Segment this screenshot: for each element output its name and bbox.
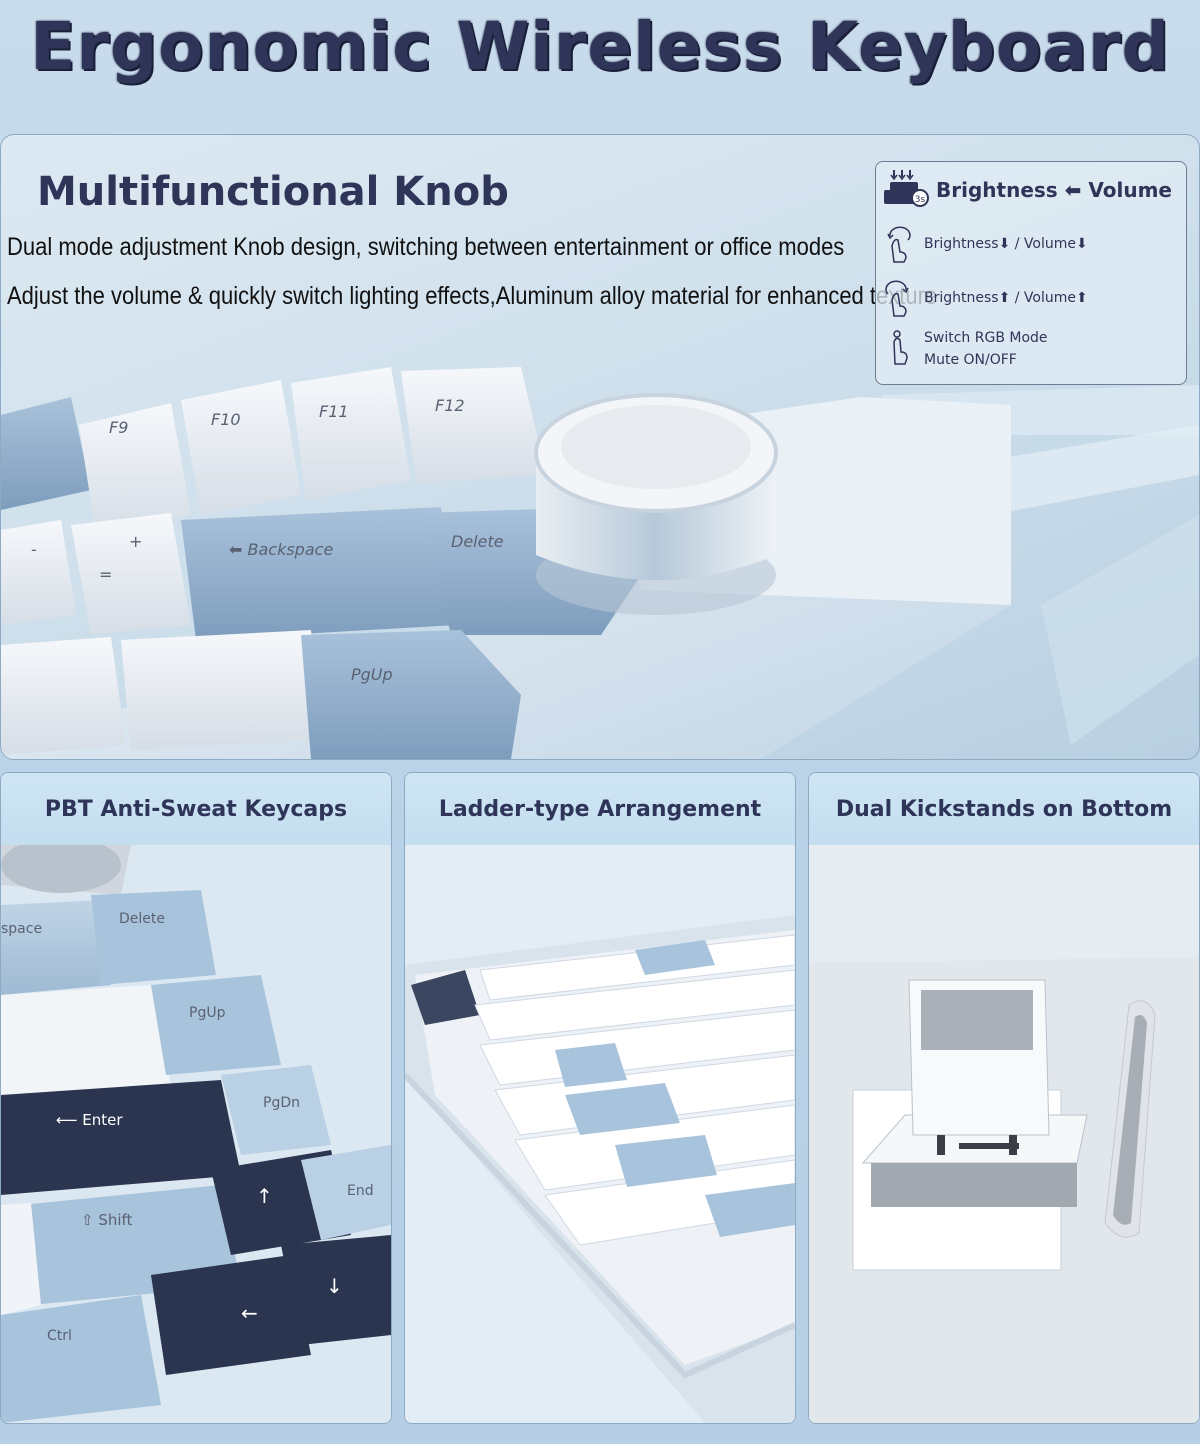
ladder-keyboard-illustration <box>405 845 795 1423</box>
keycap-plus: + <box>129 532 142 551</box>
kickstands-title: Dual Kickstands on Bottom <box>809 773 1199 845</box>
press-hand-icon <box>893 330 908 365</box>
knob-keyboard-illustration: F9 F10 F11 F12 - + = ⬅ Backspace Delete … <box>1 367 1199 759</box>
legend-rgb-mode-label: Switch RGB Mode <box>924 330 1048 346</box>
legend-decrease-label: Brightness⬇ / Volume⬇ <box>924 236 1088 252</box>
legend-row-press: Switch RGB Mode Mute ON/OFF <box>880 328 1180 372</box>
pbt-keycaps-title: PBT Anti-Sweat Keycaps <box>1 773 391 845</box>
ladder-arrangement-title: Ladder-type Arrangement <box>405 773 795 845</box>
pbt-keycaps-illustration: space Delete PgUp PgDn ⟵ Enter ⇧ Shift E… <box>1 845 391 1423</box>
keycap-pgdn: PgDn <box>263 1095 300 1111</box>
hold-duration-badge: 3s <box>915 195 926 205</box>
keycap-f12: F12 <box>435 396 465 415</box>
kickstand-illustration <box>809 845 1199 1423</box>
arrow-up-key-icon: ↑ <box>256 1184 273 1208</box>
arrow-left-key-icon: ← <box>241 1301 258 1325</box>
keycap-space: space <box>1 921 42 937</box>
aluminum-knob <box>534 393 778 615</box>
legend-mute-label: Mute ON/OFF <box>924 352 1017 368</box>
legend-increase-label: Brightness⬆ / Volume⬆ <box>924 290 1088 306</box>
legend-row-increase: Brightness⬆ / Volume⬆ <box>880 278 1180 322</box>
keycap-delete: Delete <box>451 532 504 551</box>
keycap-pgup: PgUp <box>189 1005 226 1021</box>
keycap-f10: F10 <box>211 410 241 429</box>
keycap-shift: ⇧ Shift <box>81 1211 133 1229</box>
rotate-left-hand-icon <box>887 226 911 263</box>
knob-description-line-2: Adjust the volume & quickly switch light… <box>7 282 938 310</box>
pbt-keycaps-panel: PBT Anti-Sweat Keycaps space Delete PgUp… <box>0 772 392 1424</box>
keycap-delete: Delete <box>119 911 165 927</box>
keycap-ctrl: Ctrl <box>47 1328 72 1344</box>
arrow-down-key-icon: ↓ <box>326 1274 343 1298</box>
keycap-minus: - <box>31 540 37 559</box>
keycap-f11: F11 <box>319 402 349 421</box>
rotate-right-hand-icon <box>885 280 909 317</box>
keycap-equals: = <box>99 565 112 584</box>
press-hold-3s-icon: 3s <box>884 170 929 207</box>
knob-function-legend: 3s Brightness ⬅ Volume Brightness⬇ / Vol… <box>875 161 1187 385</box>
knob-section-title: Multifunctional Knob <box>37 169 509 215</box>
keycap-pgup: PgUp <box>351 665 393 684</box>
ladder-arrangement-panel: Ladder-type Arrangement <box>404 772 796 1424</box>
knob-description-line-1: Dual mode adjustment Knob design, switch… <box>7 233 845 261</box>
legend-row-decrease: Brightness⬇ / Volume⬇ <box>880 224 1180 268</box>
kickstands-panel: Dual Kickstands on Bottom <box>808 772 1200 1424</box>
keycap-end: End <box>347 1183 374 1199</box>
keycap-backspace: ⬅ Backspace <box>229 540 333 559</box>
legend-header-label: Brightness ⬅ Volume <box>936 178 1172 202</box>
keycap-enter: ⟵ Enter <box>56 1111 123 1129</box>
legend-header: 3s Brightness ⬅ Volume <box>882 168 1182 208</box>
page-title: Ergonomic Wireless Keyboard <box>30 8 1170 85</box>
keycap-f9: F9 <box>109 418 128 437</box>
knob-feature-section: F9 F10 F11 F12 - + = ⬅ Backspace Delete … <box>0 134 1200 760</box>
